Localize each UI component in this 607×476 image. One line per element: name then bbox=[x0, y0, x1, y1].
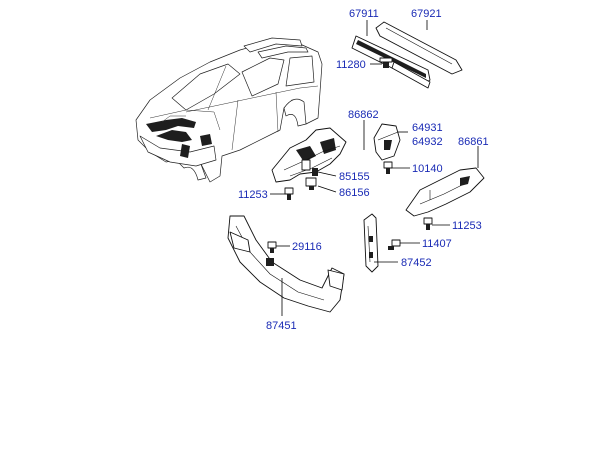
label-10140[interactable]: 10140 bbox=[412, 163, 443, 175]
label-11407[interactable]: 11407 bbox=[422, 238, 452, 250]
bumper-absorber-87451 bbox=[227, 215, 345, 313]
label-29116[interactable]: 29116 bbox=[292, 241, 322, 253]
vehicle-outline bbox=[135, 37, 323, 183]
label-11280[interactable]: 11280 bbox=[336, 59, 366, 71]
bolt-11280 bbox=[379, 57, 393, 68]
label-87452[interactable]: 87452 bbox=[401, 257, 432, 269]
label-86861[interactable]: 86861 bbox=[458, 136, 489, 148]
label-86156[interactable]: 86156 bbox=[339, 187, 370, 199]
label-11253-left[interactable]: 11253 bbox=[238, 189, 268, 201]
clip-29116 bbox=[267, 241, 277, 253]
label-64932[interactable]: 64932 bbox=[412, 136, 443, 148]
label-11253-right[interactable]: 11253 bbox=[452, 220, 482, 232]
roof-rail-parts bbox=[351, 21, 463, 89]
label-67921[interactable]: 67921 bbox=[411, 8, 442, 20]
bolt-10140 bbox=[383, 161, 393, 174]
label-86862[interactable]: 86862 bbox=[348, 109, 379, 121]
label-64931[interactable]: 64931 bbox=[412, 122, 443, 134]
fasteners-left-group bbox=[284, 168, 318, 200]
label-87451[interactable]: 87451 bbox=[266, 320, 297, 332]
bracket-87452 bbox=[363, 213, 379, 273]
leader-lines bbox=[270, 20, 479, 316]
label-67911[interactable]: 67911 bbox=[349, 8, 379, 20]
bolt-11253-right bbox=[423, 217, 433, 230]
panel-86861 bbox=[405, 167, 485, 217]
clip-11407 bbox=[388, 239, 401, 250]
part-labels: 67911 67921 11280 86862 64931 64932 8686… bbox=[238, 8, 489, 332]
bracket-64931-64932 bbox=[373, 123, 401, 161]
panel-86862 bbox=[271, 127, 347, 183]
label-85155[interactable]: 85155 bbox=[339, 171, 370, 183]
